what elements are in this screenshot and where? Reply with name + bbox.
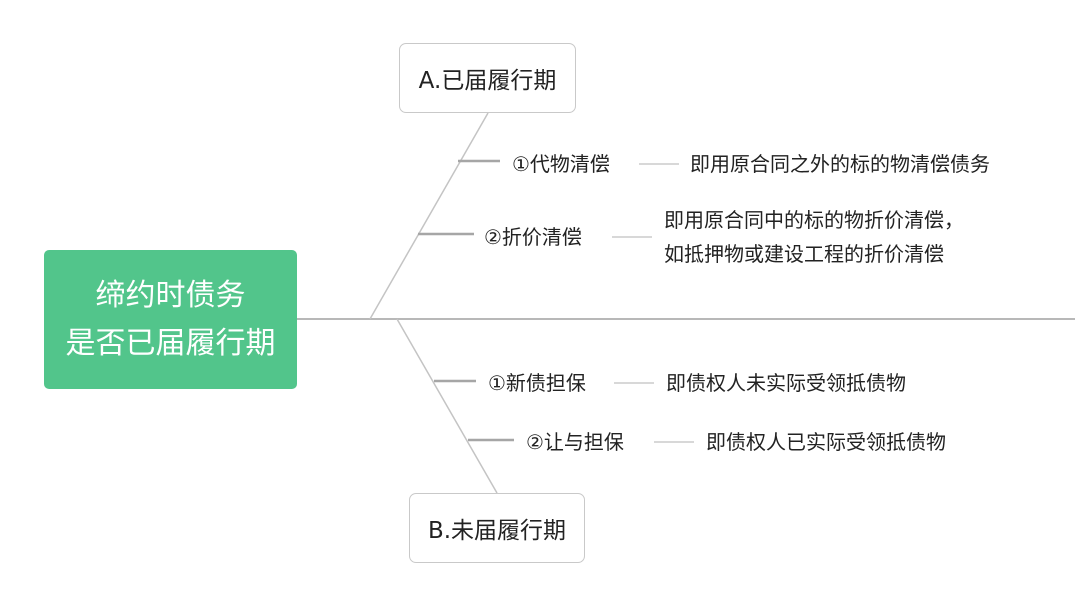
branch-a-item-1-desc[interactable]: 即用原合同之外的标的物清偿债务 xyxy=(690,147,990,181)
branch-a-item-2-desc[interactable]: 即用原合同中的标的物折价清偿， 如抵押物或建设工程的折价清偿 xyxy=(664,203,964,271)
root-topic-line-2: 是否已届履行期 xyxy=(65,325,276,361)
branch-a-item-2-desc-line-2: 如抵押物或建设工程的折价清偿 xyxy=(664,242,944,266)
root-topic-line-1: 缔约时债务 xyxy=(95,277,246,313)
branch-a-item-1-desc-line-1: 即用原合同之外的标的物清偿债务 xyxy=(690,152,990,176)
branch-b-item-1-desc-line-1: 即债权人未实际受领抵债物 xyxy=(666,371,906,395)
branch-a-item-1-label[interactable]: ①代物清偿 xyxy=(512,152,610,176)
branch-a-line xyxy=(369,112,489,320)
branch-b-item-2-desc[interactable]: 即债权人已实际受领抵债物 xyxy=(706,425,946,459)
branch-b-item-2-desc-line-1: 即债权人已实际受领抵债物 xyxy=(706,430,946,454)
branch-a-item-2-desc-line-1: 即用原合同中的标的物折价清偿， xyxy=(664,208,964,232)
branch-a-item-2-label[interactable]: ②折价清偿 xyxy=(484,225,582,249)
branch-b-item-2-label[interactable]: ②让与担保 xyxy=(526,430,624,454)
branch-b-item-1-desc[interactable]: 即债权人未实际受领抵债物 xyxy=(666,366,906,400)
branch-b-item-1-label[interactable]: ①新债担保 xyxy=(488,371,586,395)
root-topic-node[interactable]: 缔约时债务 是否已届履行期 xyxy=(44,250,297,389)
branch-node-a[interactable]: A.已届履行期 xyxy=(399,43,576,113)
branch-b-line xyxy=(396,318,498,494)
branch-node-b[interactable]: B.未届履行期 xyxy=(409,493,585,563)
